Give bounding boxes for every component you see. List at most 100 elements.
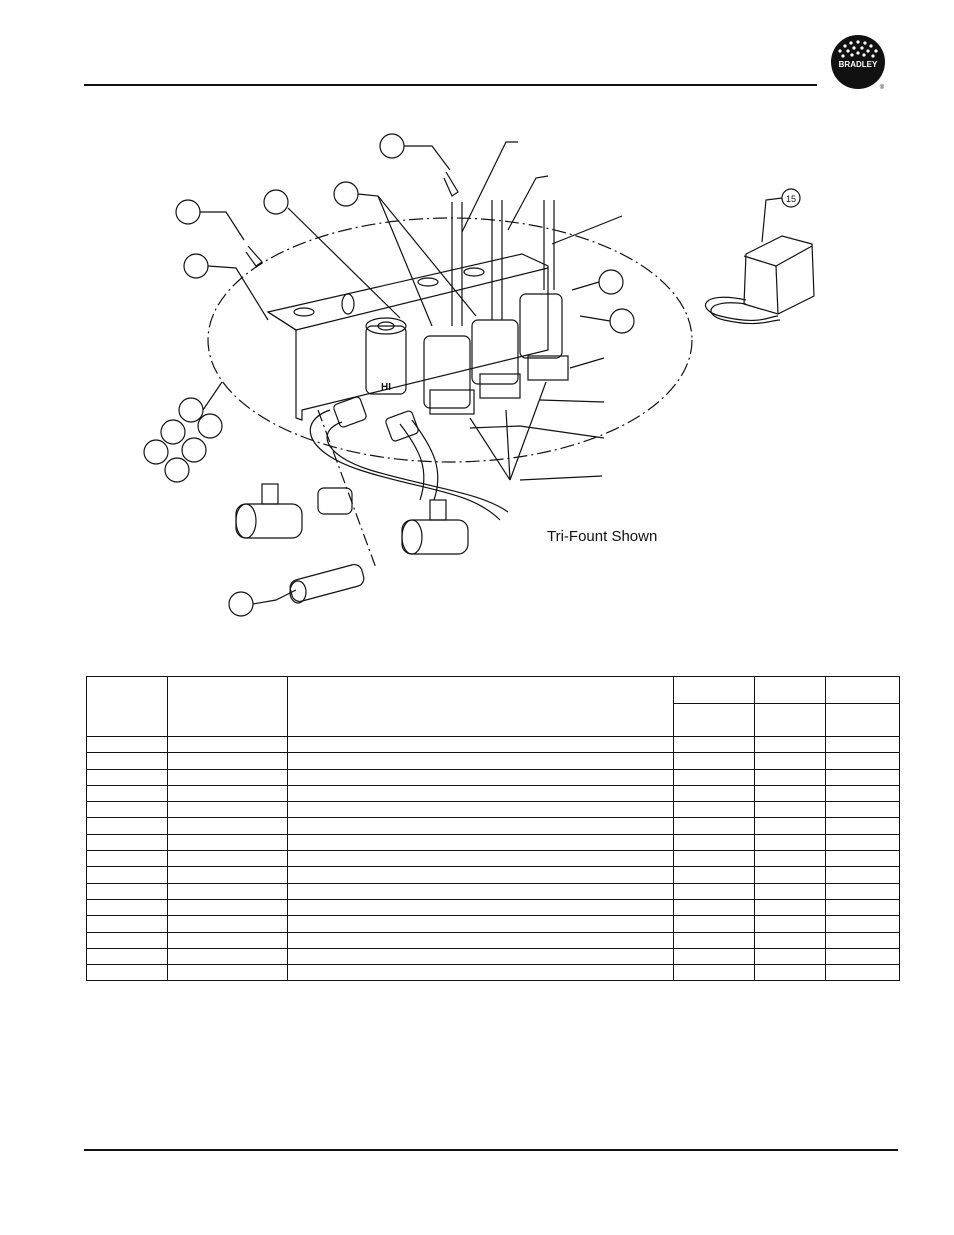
table-cell: [825, 947, 900, 966]
table-cell: [673, 947, 755, 966]
table-cell: [673, 801, 755, 819]
table-cell: [673, 817, 755, 835]
mounting-bracket: [266, 253, 549, 421]
callout-circle: [181, 437, 207, 463]
table-cell: [825, 833, 900, 852]
table-cell: [86, 833, 168, 852]
table-cell: [287, 768, 674, 786]
table-cell: [673, 931, 755, 949]
table-cell: [167, 947, 288, 966]
table-row: [86, 882, 900, 900]
table-cell: [167, 752, 288, 770]
table-cell: [754, 833, 826, 852]
callout-circle: [228, 591, 254, 617]
solenoid-valve: [423, 335, 471, 409]
callout-circle: [183, 253, 209, 279]
table-cell: [754, 866, 826, 884]
table-cell: [86, 801, 168, 819]
table-cell: [167, 850, 288, 868]
table-row: [86, 947, 900, 966]
callout-circle: [379, 133, 405, 159]
table-cell: [167, 768, 288, 786]
table-cell: [86, 915, 168, 933]
table-cell: [754, 735, 826, 754]
header-cell: [673, 703, 755, 737]
table-cell: [167, 735, 288, 754]
table-cell: [754, 931, 826, 949]
table-row: [86, 898, 900, 917]
table-cell: [287, 817, 674, 835]
table-cell: [825, 768, 900, 786]
header-cell: [754, 676, 826, 704]
table-cell: [287, 833, 674, 852]
table-cell: [167, 866, 288, 884]
table-cell: [673, 850, 755, 868]
table-row: [86, 735, 900, 754]
table-cell: [287, 866, 674, 884]
table-cell: [287, 931, 674, 949]
screw: [443, 171, 459, 197]
table-cell: [825, 866, 900, 884]
table-cell: [825, 964, 900, 982]
callout-circle: [160, 419, 186, 445]
table-cell: [754, 898, 826, 917]
table-cell: [754, 784, 826, 803]
table-cell: [167, 898, 288, 917]
header-cell: [86, 676, 168, 737]
table-row: [86, 915, 900, 933]
table-cell: [754, 915, 826, 933]
table-cell: [825, 752, 900, 770]
callout-circle: [175, 199, 201, 225]
table-cell: [754, 882, 826, 900]
callout-circle: [143, 439, 169, 465]
header-cell: [754, 703, 826, 737]
part-15-box: [743, 235, 815, 315]
table-cell: [287, 801, 674, 819]
table-cell: [167, 784, 288, 803]
callout-circle: [609, 308, 635, 334]
table-cell: [287, 882, 674, 900]
table-cell: [86, 735, 168, 754]
table-cell: [86, 947, 168, 966]
table-cell: [86, 768, 168, 786]
table-cell: [754, 752, 826, 770]
table-subheader-row: [87, 703, 900, 737]
table-cell: [167, 882, 288, 900]
table-cell: [754, 801, 826, 819]
header-cell: [673, 676, 755, 704]
table-cell: [673, 768, 755, 786]
table-cell: [167, 817, 288, 835]
table-cell: [287, 947, 674, 966]
parts-table: [86, 676, 900, 982]
table-cell: [287, 915, 674, 933]
table-cell: [825, 784, 900, 803]
table-cell: [287, 752, 674, 770]
table-cell: [754, 850, 826, 868]
table-cell: [673, 964, 755, 982]
table-cell: [673, 882, 755, 900]
table-row: [86, 866, 900, 884]
inline-strainer: [289, 563, 365, 603]
table-cell: [167, 833, 288, 852]
table-cell: [287, 964, 674, 982]
callout-circle: [178, 397, 204, 423]
table-row: [86, 850, 900, 868]
header-rule: [84, 84, 817, 86]
assembly-boundary: [207, 217, 693, 463]
diagram-caption: Tri-Fount Shown: [547, 528, 658, 545]
table-cell: [754, 964, 826, 982]
table-cell: [673, 784, 755, 803]
table-cell: [825, 801, 900, 819]
table-cell: [86, 964, 168, 982]
header-cell: [287, 676, 674, 737]
table-cell: [86, 866, 168, 884]
table-cell: [825, 882, 900, 900]
table-row: [86, 768, 900, 786]
table-cell: [167, 801, 288, 819]
table-cell: [86, 931, 168, 949]
table-row: [86, 801, 900, 819]
table-row: [86, 964, 900, 982]
table-cell: [86, 882, 168, 900]
table-cell: [825, 850, 900, 868]
table-cell: [673, 752, 755, 770]
